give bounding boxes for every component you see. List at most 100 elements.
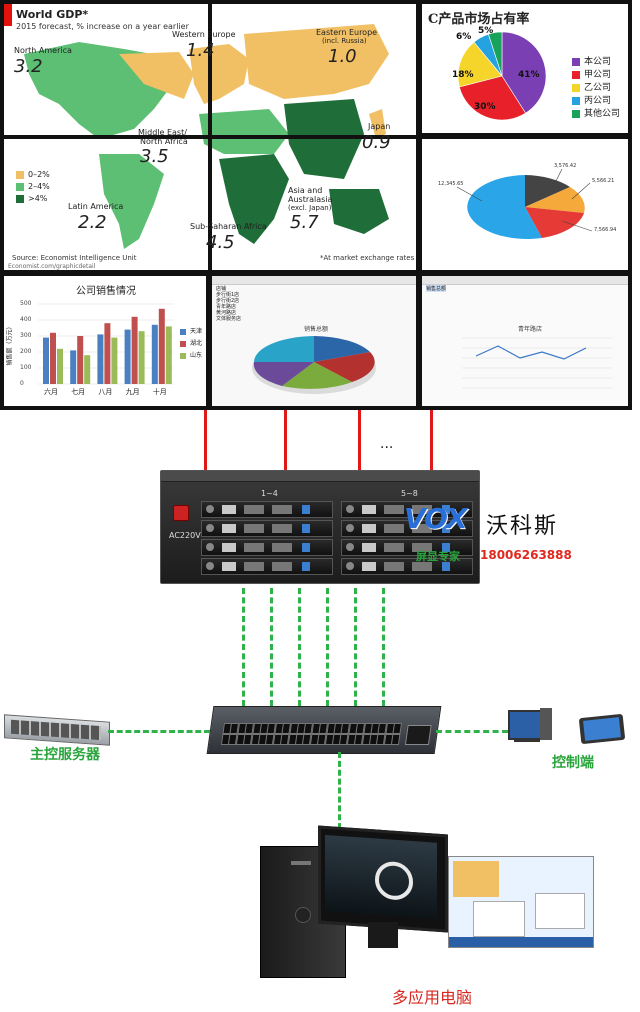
region-latin-america-value: 2.2: [78, 212, 107, 233]
sheet2-chart-title: 青年路店: [518, 326, 543, 333]
input-card-1-1: [201, 501, 333, 518]
region-middle-east-label2: North Africa: [140, 137, 188, 146]
green-link-1: [242, 588, 245, 706]
green-link-server: [108, 730, 210, 733]
bar-湖北-七月: [77, 336, 84, 384]
more-ellipsis: ...: [380, 436, 394, 452]
pie1-label-0: 41%: [518, 70, 540, 80]
control-keyboard-icon: [514, 738, 540, 742]
pie1-legend-item-1: 甲公司: [572, 67, 611, 80]
input-card-4-1: [201, 558, 333, 575]
sub-saharan-africa-shape: [219, 154, 289, 244]
map-legend-item-0: 0–2%: [16, 170, 50, 179]
bar-y-tick-4: 100: [20, 364, 32, 371]
map-url: Economist.com/graphicdetail: [8, 263, 96, 270]
sheet2-header-row: [422, 276, 628, 285]
region-latin-america-label: Latin America: [68, 202, 124, 211]
pie1-legend-item-3: 丙公司: [572, 93, 611, 106]
australia-shape: [329, 189, 389, 234]
spreadsheet-panel-2: 销售总额 青年路店: [422, 276, 628, 406]
main-server-device: [4, 714, 110, 746]
spreadsheet-panel-1: 店铺步行街1店步行街2店青年路店黄河路店文体服务店 销售总额: [212, 276, 416, 406]
map-subtitle: 2015 forecast, % increase on a year earl…: [16, 22, 189, 31]
bar-y-tick-2: 300: [20, 332, 32, 339]
map-legend-item-2: >4%: [16, 194, 47, 203]
region-middle-east-value: 3.5: [140, 146, 169, 167]
red-cable-1: [204, 410, 207, 470]
region-western-europe-value: 1.4: [186, 40, 215, 61]
brand-tag: 屏显专家: [416, 550, 460, 563]
slot-group-right-label: 5~8: [401, 489, 418, 498]
bar-天津-十月: [151, 324, 158, 384]
control-tablet-icon: [578, 713, 626, 745]
brand-name: 沃科斯: [486, 514, 559, 539]
sheet1-pie-svg: [252, 336, 376, 394]
pie1-legend-item-4: 其他公司: [572, 106, 620, 119]
control-label: 控制端: [552, 755, 594, 771]
map-source: Source: Economist Intelligence Unit: [12, 254, 137, 262]
region-eastern-europe-value: 1.0: [328, 46, 357, 67]
input-card-3-2: [341, 539, 473, 556]
green-link-control: [436, 730, 508, 733]
western-europe-shape: [189, 44, 249, 104]
pie1-label-3: 6%: [456, 32, 472, 42]
pie1-svg: [457, 31, 547, 121]
map-title: World GDP*: [16, 8, 89, 21]
pie1-slice-2: [457, 41, 503, 88]
map-footnote: *At market exchange rates: [320, 254, 415, 262]
control-tower-icon: [540, 708, 552, 740]
bar-x-label-2: 八月: [98, 388, 113, 396]
bar-y-tick-5: 0: [20, 380, 24, 387]
pie2-svg: [456, 168, 593, 239]
japan-shape: [369, 109, 386, 139]
green-link-2: [270, 588, 273, 706]
input-card-2-1: [201, 520, 333, 537]
power-switch[interactable]: [173, 505, 189, 521]
bar-legend-item-0: 天津: [180, 326, 202, 335]
region-asia-label: Asia and: [288, 186, 323, 195]
bar-天津-九月: [124, 329, 131, 384]
pc-monitor: [318, 825, 448, 933]
bar-y-tick-1: 400: [20, 316, 32, 323]
pc-power-button-icon: [295, 907, 311, 923]
bar-湖北-九月: [131, 316, 138, 384]
pie2-label-2: 7,566.94: [594, 227, 617, 233]
green-link-6: [382, 588, 385, 706]
greenland-shape: [119, 52, 194, 99]
pie2-slice-0: [525, 175, 570, 207]
pie2-label-3: 12,345.65: [438, 181, 464, 187]
pie2-slice-3: [467, 175, 542, 239]
pie1-legend-item-2: 乙公司: [572, 80, 611, 93]
bar-湖北-八月: [104, 323, 111, 384]
video-wall: World GDP* 2015 forecast, % increase on …: [0, 0, 632, 410]
bar-山东-九月: [138, 331, 145, 384]
bar-y-tick-0: 500: [20, 300, 32, 307]
red-cable-3: [358, 410, 361, 470]
pie1-label-2: 18%: [452, 70, 474, 80]
bar-chart-title: 公司销售情况: [76, 286, 136, 297]
latin-america-shape: [99, 154, 164, 249]
bar-山东-十月: [165, 326, 172, 384]
input-card-4-2: [341, 558, 473, 575]
pie1-slice-4: [488, 31, 503, 77]
chassis-top-rail: [161, 471, 479, 482]
pie1-slice-1: [459, 75, 526, 121]
sheet1-chart-title: 销售总额: [304, 326, 329, 333]
bar-天津-七月: [70, 350, 77, 384]
bar-山东-七月: [84, 355, 91, 384]
switch-uplink-ports: [404, 725, 432, 745]
bar-山东-八月: [111, 337, 118, 384]
pc-second-screen: [448, 856, 594, 948]
input-card-2-2: [341, 520, 473, 537]
region-eastern-europe-label: Eastern Europe: [316, 28, 378, 37]
world-gdp-map-panel: World GDP* 2015 forecast, % increase on …: [4, 4, 416, 270]
pie2-slice-1: [525, 187, 585, 213]
market-share-pie-panel: C产品市场占有率 41% 30% 18% 6% 5% 本公司甲公司乙公司丙公司其…: [422, 4, 628, 133]
region-north-america-label: North America: [14, 46, 72, 55]
sheet1-row-label-5: 文体服务店: [216, 316, 242, 322]
sheet1-row-label-3: 青年路店: [216, 304, 237, 310]
region-asia-sub: (excl. Japan): [288, 204, 332, 212]
pie2-slice-2: [525, 207, 584, 238]
switch-port: [391, 734, 401, 745]
